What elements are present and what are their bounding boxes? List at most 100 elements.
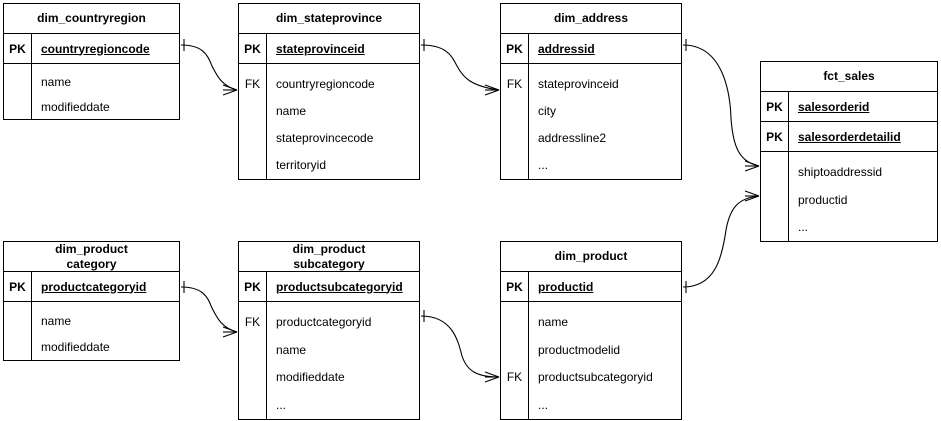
pk-badge: PK: [239, 34, 267, 63]
entity-fields-dim_stateprovince: FK countryregioncode name stateprovincecode…: [239, 64, 419, 179]
pk-field-label: stateprovinceid: [276, 41, 365, 56]
field-key-blank: [4, 70, 31, 95]
relationship-rel-subcategory-product: [420, 310, 500, 383]
field-key-blank: [239, 364, 266, 392]
field-row[interactable]: name: [276, 342, 307, 357]
pk-badge: PK: [4, 272, 32, 301]
field-key-blank: [4, 95, 31, 120]
field-name-column: name modifieddate: [32, 302, 179, 360]
field-key-column: FK: [239, 64, 267, 179]
cardinality-many-prong-0: [744, 190, 760, 197]
field-key-blank: [4, 334, 31, 360]
field-key-blank: [501, 308, 528, 336]
relationship-line: [682, 44, 760, 167]
field-row[interactable]: name: [41, 314, 72, 328]
field-name-column: name productmodelid productsubcategoryid..…: [529, 302, 681, 419]
entity-title-dim_address: dim_address: [501, 4, 681, 34]
field-row[interactable]: productid: [798, 192, 848, 207]
field-row[interactable]: territoryid: [276, 158, 327, 173]
field-row[interactable]: modifieddate: [41, 99, 110, 114]
field-row[interactable]: productmodelid: [538, 342, 621, 357]
fk-badge: FK: [244, 314, 261, 329]
field-row[interactable]: ...: [276, 398, 287, 413]
pk-badge: PK: [239, 272, 267, 301]
field-row[interactable]: addressline2: [538, 131, 607, 146]
relationship-rel-countryregion-stateprovince: [180, 39, 238, 96]
relationship-line: [420, 315, 500, 378]
field-row[interactable]: stateprovincecode: [276, 131, 374, 146]
cardinality-many-prong-0: [222, 326, 238, 333]
pk-row-dim_stateprovince-stateprovinceid[interactable]: PK stateprovinceid: [239, 34, 419, 64]
pk-field-label: productid: [538, 279, 594, 294]
pk-field-label: productcategoryid: [41, 279, 147, 294]
field-key-blank: [761, 213, 788, 241]
pk-field-name: addressid: [529, 34, 681, 63]
field-row[interactable]: countryregioncode: [276, 76, 375, 91]
entity-fields-dim_countryregion: name modifieddate: [4, 64, 179, 119]
pk-row-dim_productcategory-productcategoryid[interactable]: PK productcategoryid: [4, 272, 179, 302]
field-row[interactable]: ...: [538, 158, 549, 173]
field-key-column: [761, 152, 789, 241]
field-key-blank: [501, 336, 528, 364]
field-row[interactable]: name: [41, 75, 72, 90]
field-row[interactable]: shiptoaddressid: [798, 164, 883, 179]
field-row[interactable]: productsubcategoryid: [538, 370, 653, 385]
field-key-blank: [239, 336, 266, 364]
pk-field-name: productid: [529, 272, 681, 301]
field-key-blank: [4, 308, 31, 334]
field-key-blank: [239, 152, 266, 179]
cardinality-many-prong-0: [222, 84, 238, 91]
field-row[interactable]: city: [538, 103, 556, 118]
field-row[interactable]: stateprovinceid: [538, 76, 619, 91]
entity-title-dim_productcategory: dim_product category: [4, 242, 179, 272]
entity-title-fct_sales: fct_sales: [761, 62, 937, 92]
field-row[interactable]: modifieddate: [41, 340, 110, 354]
pk-badge: PK: [4, 34, 32, 63]
pk-field-label: salesorderid: [798, 99, 870, 114]
fk-badge: FK: [506, 370, 523, 385]
pk-field-name: productsubcategoryid: [267, 272, 419, 301]
cardinality-many-prong-2: [222, 331, 238, 338]
field-key-column: FK: [239, 302, 267, 419]
pk-badge: PK: [501, 34, 529, 63]
field-row[interactable]: modifieddate: [276, 370, 345, 385]
field-name-column: stateprovinceid city addressline2...: [529, 64, 681, 179]
pk-field-name: salesorderid: [789, 92, 937, 121]
field-name-column: countryregioncode name stateprovincecode te…: [267, 64, 419, 179]
field-row[interactable]: ...: [798, 220, 809, 235]
entity-fields-dim_productcategory: name modifieddate: [4, 302, 179, 360]
entity-fields-dim_product: FK name productmodelid productsubcategoryid…: [501, 302, 681, 419]
cardinality-many-prong-0: [484, 371, 500, 378]
field-key-column: [4, 302, 32, 360]
pk-field-label: salesorderdetailid: [798, 129, 901, 144]
field-row[interactable]: productcategoryid: [276, 314, 372, 329]
field-key-blank: [761, 158, 788, 186]
relationship-line: [682, 195, 760, 288]
field-row[interactable]: name: [276, 103, 307, 118]
relationship-line: [420, 44, 500, 91]
field-key-column: FK: [501, 302, 529, 419]
cardinality-many-prong-2: [744, 195, 760, 202]
fk-badge: FK: [244, 76, 261, 91]
cardinality-many-prong-2: [484, 89, 500, 96]
entity-fields-dim_productsubcategory: FK productcategoryid name modifieddate...: [239, 302, 419, 419]
cardinality-many-prong-0: [744, 160, 760, 167]
field-row[interactable]: ...: [538, 398, 549, 413]
entity-fields-fct_sales: shiptoaddressid productid...: [761, 152, 937, 241]
field-row[interactable]: name: [538, 314, 569, 329]
